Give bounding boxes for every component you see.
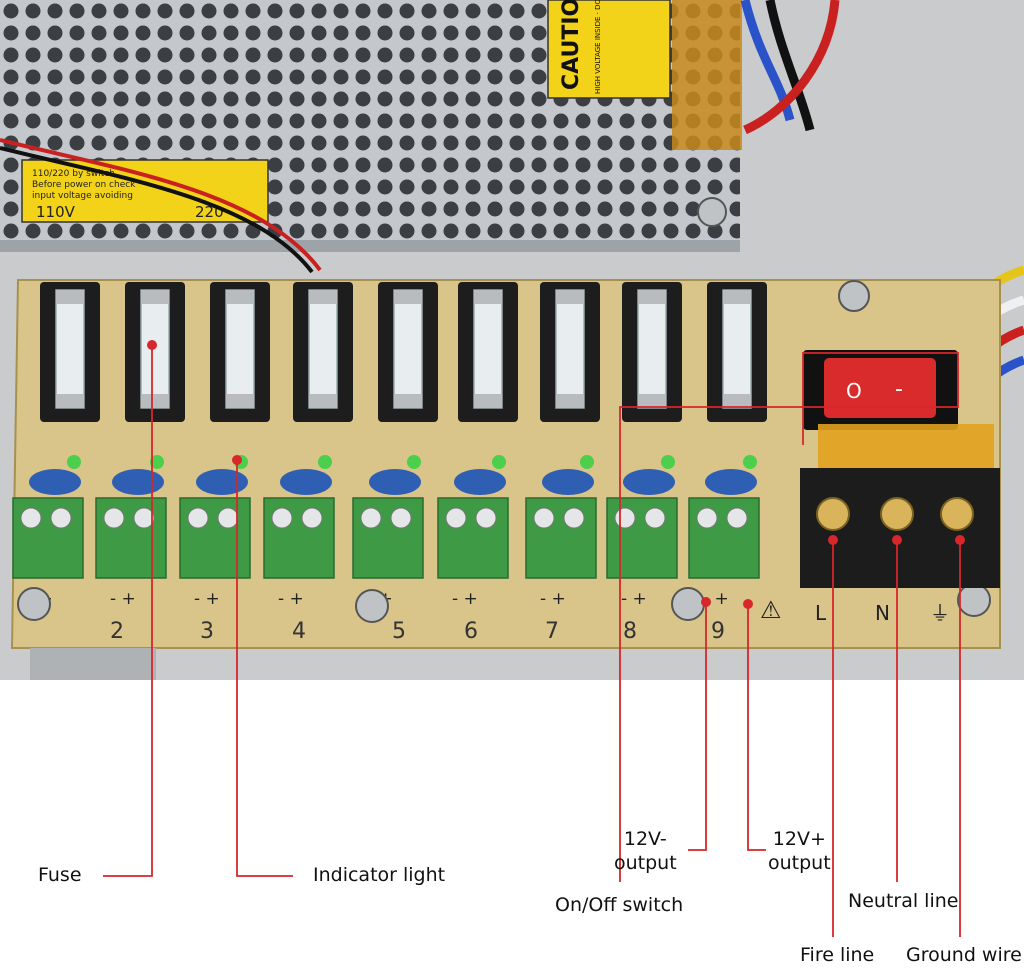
callout-12v-minus-line1: 12V-	[623, 828, 667, 850]
indicator-led	[743, 455, 757, 469]
switch-off-symbol: O	[846, 379, 862, 403]
fuse-row	[40, 282, 767, 422]
terminal-polarity: - +	[540, 589, 566, 609]
fuse-glass	[637, 289, 667, 409]
callout-fuse: Fuse	[38, 864, 82, 886]
output-terminal	[437, 497, 509, 579]
terminal-polarity: - +	[452, 589, 478, 609]
output-terminal	[263, 497, 335, 579]
input-terminal-cover	[672, 0, 742, 150]
terminal-polarity: - +	[110, 589, 136, 609]
channel-number: 3	[200, 619, 214, 644]
mains-label-l: L	[815, 601, 827, 625]
capacitor	[280, 469, 332, 495]
warning-icon: ⚠	[760, 596, 782, 624]
output-terminal	[179, 497, 251, 579]
power-distribution-board-photo: 110/220 by switch Before power on check …	[0, 0, 1024, 680]
sticker-line-2: Before power on check	[32, 180, 136, 190]
terminal-polarity: - +	[703, 589, 729, 609]
output-terminal	[352, 497, 424, 579]
capacitor	[542, 469, 594, 495]
fuse-glass	[393, 289, 423, 409]
switch-on-symbol: -	[895, 377, 903, 402]
sticker-line-1: 110/220 by switch	[32, 169, 115, 179]
channel-number: 8	[623, 619, 637, 644]
mains-label-ground: ⏚	[930, 601, 950, 625]
callout-12v-plus: 12V+ output	[768, 827, 831, 875]
mains-label-n: N	[875, 601, 890, 625]
indicator-led	[492, 455, 506, 469]
fuse-glass	[722, 289, 752, 409]
callout-on-off-switch: On/Off switch	[555, 894, 684, 916]
channel-number: 7	[545, 619, 559, 644]
caution-sticker: CAUTION HIGH VOLTAGE INSIDE · DO NOT REM…	[547, 0, 671, 99]
indicator-led	[661, 455, 675, 469]
caution-small-text: HIGH VOLTAGE INSIDE · DO NOT REMOVE THIS…	[594, 0, 602, 94]
callout-12v-plus-line1: 12V+	[772, 828, 826, 850]
callout-12v-minus: 12V- output	[614, 827, 677, 875]
callout-indicator-light: Indicator light	[313, 864, 446, 886]
capacitor	[623, 469, 675, 495]
fuse-glass	[55, 289, 85, 409]
fuse-glass	[555, 289, 585, 409]
indicator-led	[234, 455, 248, 469]
indicator-led	[580, 455, 594, 469]
capacitor	[196, 469, 248, 495]
output-terminal	[525, 497, 597, 579]
capacitor-row	[29, 469, 757, 495]
capacitor	[369, 469, 421, 495]
sticker-line-3: input voltage avoiding	[32, 191, 133, 201]
channel-number: 5	[392, 619, 406, 644]
callout-ground-wire: Ground wire	[906, 944, 1022, 966]
fuse-glass	[225, 289, 255, 409]
capacitor	[112, 469, 164, 495]
channel-number: 2	[110, 619, 124, 644]
callout-neutral-line: Neutral line	[848, 890, 959, 912]
channel-number: 6	[464, 619, 478, 644]
terminal-polarity: - +	[621, 589, 647, 609]
callout-12v-plus-line2: output	[768, 852, 831, 874]
output-terminal	[606, 497, 678, 579]
on-off-switch: O -	[803, 350, 958, 430]
channel-number: 9	[711, 619, 725, 644]
terminal-polarity: - +	[194, 589, 220, 609]
output-terminal-row	[12, 497, 760, 579]
caution-text: CAUTION	[559, 0, 584, 90]
indicator-led	[150, 455, 164, 469]
indicator-led	[407, 455, 421, 469]
fuse-glass	[140, 289, 170, 409]
output-terminal	[688, 497, 760, 579]
capacitor	[454, 469, 506, 495]
capacitor	[29, 469, 81, 495]
output-terminal	[95, 497, 167, 579]
callout-12v-minus-line2: output	[614, 852, 677, 874]
callout-fire-line: Fire line	[800, 944, 875, 966]
output-terminal	[12, 497, 84, 579]
fuse-glass	[473, 289, 503, 409]
indicator-led	[318, 455, 332, 469]
mounting-screws	[17, 197, 991, 623]
fuse-glass	[308, 289, 338, 409]
sticker-110v: 110V	[36, 203, 76, 221]
indicator-led	[67, 455, 81, 469]
terminal-polarity: - +	[278, 589, 304, 609]
capacitor	[705, 469, 757, 495]
channel-number: 4	[292, 619, 306, 644]
